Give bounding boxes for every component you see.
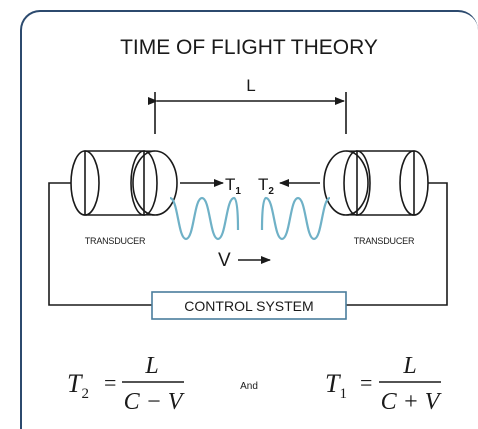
formula-t2: T2 = L C − V xyxy=(67,353,185,415)
formula-t1-denominator: C + V xyxy=(381,389,442,415)
formula-t1-numerator: L xyxy=(402,353,416,379)
t1-label: T1 xyxy=(225,175,241,197)
right-transducer-label: TRANSDUCER xyxy=(354,236,415,246)
formula-t2-lhs: T2 xyxy=(67,369,89,402)
formula-connector: And xyxy=(240,381,258,392)
formula-t1-equals: = xyxy=(360,370,372,395)
left-ultrasonic-wave xyxy=(169,196,240,241)
formula-t1-lhs: T1 xyxy=(325,369,347,402)
formula-t2-numerator: L xyxy=(144,353,158,379)
right-ultrasonic-wave xyxy=(260,196,331,241)
velocity-label: V xyxy=(218,250,231,271)
control-system-box xyxy=(151,291,347,320)
formula-t1: T1 = L C + V xyxy=(325,353,442,415)
distance-indicator: L xyxy=(148,76,347,134)
formula-t2-equals: = xyxy=(104,370,116,395)
diagram-frame xyxy=(20,10,478,429)
left-transducer-label: TRANSDUCER xyxy=(85,236,146,246)
left-transducer xyxy=(70,150,178,216)
formula-t2-denominator: C − V xyxy=(124,389,185,415)
right-control-wire xyxy=(346,182,448,306)
right-transducer xyxy=(323,150,429,216)
distance-label: L xyxy=(246,76,255,95)
left-control-wire xyxy=(48,182,152,306)
t2-label: T2 xyxy=(258,175,274,197)
control-system-label: CONTROL SYSTEM xyxy=(184,298,313,314)
diagram-title: TIME OF FLIGHT THEORY xyxy=(120,36,378,59)
